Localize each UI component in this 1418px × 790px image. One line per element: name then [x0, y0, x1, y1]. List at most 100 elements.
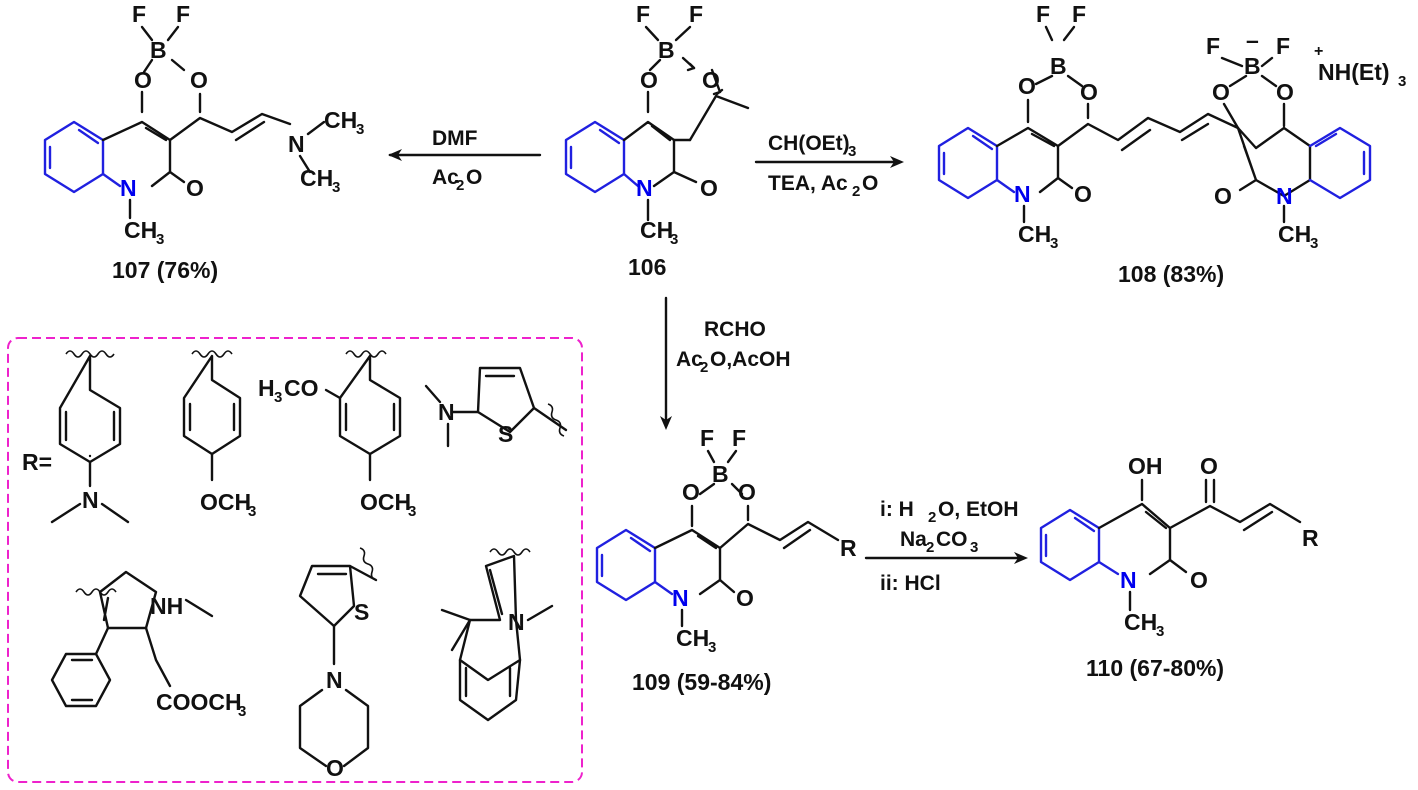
atom-CH: CH [640, 217, 673, 243]
reagent-sub: 2 [926, 539, 934, 556]
atom-O: O [1018, 73, 1036, 99]
reagent-ac2o: Ac [676, 348, 703, 371]
atom-O: O [1074, 181, 1092, 207]
compound-109: F F B O O R N O CH 3 109 (59-84%) [595, 425, 857, 695]
atom-sub-3: 3 [356, 121, 364, 138]
atom-F: F [132, 1, 146, 27]
atom-sub-3: 3 [238, 703, 246, 720]
r-group-definitions: R= N OCH 3 H 3 CO OCH 3 [22, 350, 568, 781]
atom-OCH: OCH [200, 489, 251, 515]
compound-107-label: 107 (76%) [112, 257, 218, 283]
atom-sub-3: 3 [408, 503, 416, 520]
atom-minus: – [1246, 27, 1259, 53]
reagent-dmf: DMF [432, 127, 478, 150]
atom-O: O [738, 479, 756, 505]
atom-N: N [288, 131, 305, 157]
atom-CH: CH [1278, 221, 1311, 247]
atom-sub-3: 3 [274, 389, 282, 406]
atom-F: F [1036, 1, 1050, 27]
reagent-step1: i: H [880, 498, 914, 521]
r-group-label: R= [22, 449, 52, 475]
reagent-sub: 3 [848, 143, 856, 160]
arrow-to-109: RCHO Ac 2 O,AcOH [660, 296, 791, 430]
atom-OCH: OCH [360, 489, 411, 515]
atom-CH: CH [324, 107, 357, 133]
atom-sub-3: 3 [248, 503, 256, 520]
reagent-step2: ii: HCl [880, 572, 941, 595]
atom-O: O [700, 175, 718, 201]
atom-O: O [640, 67, 658, 93]
reagent-sub: 2 [928, 509, 936, 526]
atom-N: N [672, 585, 689, 611]
atom-O: O [1212, 79, 1230, 105]
reagent-tail: O [466, 166, 482, 189]
atom-F: F [732, 425, 746, 451]
reagent-orthoformate: CH(OEt) [768, 132, 850, 155]
compound-110: OH O R N O CH 3 110 (67-80%) [1039, 453, 1319, 681]
compound-106: F F B O O N O CH 3 106 [564, 1, 750, 280]
atom-CH: CH [1018, 221, 1051, 247]
r2-methoxyphenyl: OCH 3 [182, 350, 256, 520]
compound-109-label: 109 (59-84%) [632, 669, 771, 695]
atom-CO: CO [284, 375, 319, 401]
atom-B: B [658, 37, 675, 63]
reagent-tea: TEA, Ac [768, 172, 848, 195]
atom-OH: OH [1128, 453, 1163, 479]
atom-sub-3: 3 [156, 231, 164, 248]
reagent-mid: CO [936, 528, 968, 551]
atom-O: O [682, 479, 700, 505]
atom-sub-3: 3 [1156, 623, 1164, 640]
atom-B: B [712, 461, 729, 487]
atom-O: O [736, 585, 754, 611]
atom-O: O [134, 67, 152, 93]
reagent-na2co3: Na [900, 528, 927, 551]
atom-O: O [190, 67, 208, 93]
atom-F: F [1276, 33, 1290, 59]
reagent-rcho: RCHO [704, 318, 766, 341]
atom-H3CO: H [258, 375, 275, 401]
atom-N: N [438, 399, 455, 425]
atom-sub-3: 3 [708, 639, 716, 656]
reagent-sub: 2 [852, 183, 860, 200]
atom-F: F [176, 1, 190, 27]
r5-pyrrole: NH COOCH 3 [50, 570, 246, 720]
atom-CH: CH [676, 625, 709, 651]
atom-F: F [636, 1, 650, 27]
atom-N: N [120, 175, 137, 201]
compound-107: F F B O O N O CH 3 N CH 3 CH 3 107 (76%) [43, 1, 364, 283]
atom-O: O [702, 67, 720, 93]
atom-B: B [1050, 53, 1067, 79]
arrow-to-110: i: H 2 O, EtOH Na 2 CO 3 ii: HCl [864, 498, 1028, 595]
atom-COOCH: COOCH [156, 689, 242, 715]
reagent-tail: O,AcOH [710, 348, 791, 371]
reagent-ac2o: Ac [432, 166, 459, 189]
atom-sub-3: 3 [1310, 235, 1318, 252]
reagent-sub: 2 [700, 359, 708, 376]
atom-plus: + [1314, 43, 1323, 60]
arrow-to-108: CH(OEt) 3 TEA, Ac 2 O [754, 132, 904, 200]
atom-O: O [326, 755, 344, 781]
compound-110-label: 110 (67-80%) [1086, 655, 1224, 681]
atom-CH: CH [1124, 609, 1157, 635]
atom-N: N [326, 667, 343, 693]
compound-106-label: 106 [628, 254, 666, 280]
r3-dimethoxyphenyl: H 3 CO OCH 3 [258, 350, 416, 520]
atom-F: F [1072, 1, 1086, 27]
atom-O: O [1200, 453, 1218, 479]
r7-indoline: N [440, 548, 554, 722]
atom-sub-3: 3 [332, 179, 340, 196]
reagent-sub: 3 [970, 539, 978, 556]
atom-O: O [1276, 79, 1294, 105]
atom-O: O [1080, 79, 1098, 105]
reagent-tail: O [862, 172, 878, 195]
atom-F: F [700, 425, 714, 451]
atom-sub-3: 3 [1398, 73, 1406, 90]
atom-N: N [1014, 181, 1031, 207]
atom-B: B [150, 37, 167, 63]
atom-S: S [354, 599, 369, 625]
atom-O: O [1214, 183, 1232, 209]
atom-N: N [1120, 567, 1137, 593]
atom-F: F [689, 1, 703, 27]
atom-N: N [1276, 183, 1293, 209]
counterion: NH(Et) [1318, 59, 1390, 85]
